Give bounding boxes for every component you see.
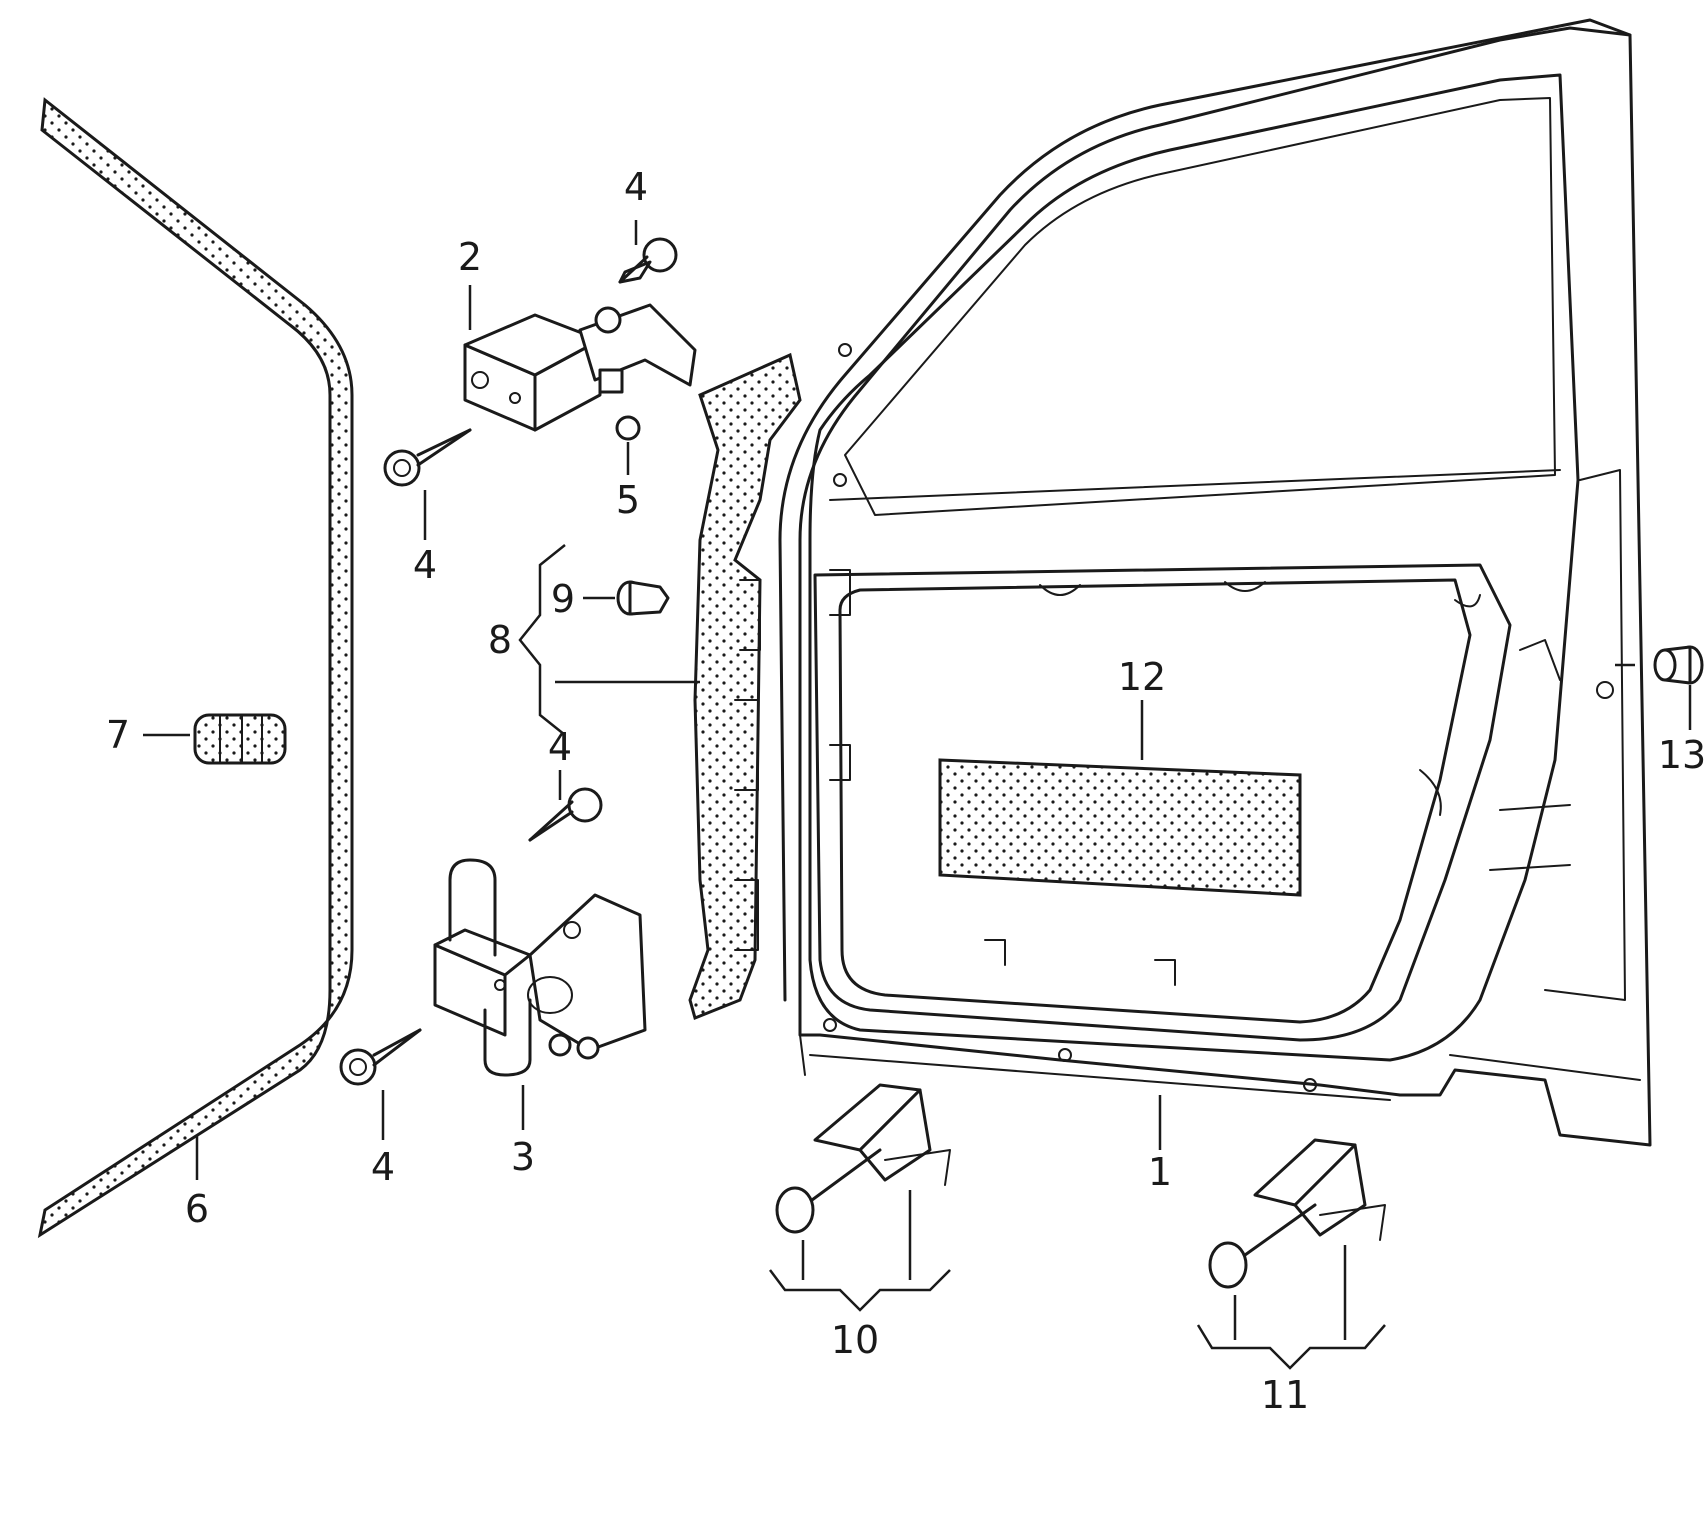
upper-hinge <box>463 303 697 441</box>
lower-hinge <box>433 858 647 1077</box>
callout-4-lower-right: 4 <box>548 725 572 769</box>
screw-upper-right <box>618 237 678 284</box>
callout-4-upper-left: 4 <box>413 543 437 587</box>
reinforcement-strip <box>688 352 802 1021</box>
callout-4-lower-left: 4 <box>371 1145 395 1189</box>
screw-upper-left <box>383 428 472 487</box>
grommet-plug <box>193 713 287 765</box>
cap <box>1653 645 1704 685</box>
callout-4-upper-right: 4 <box>624 165 648 209</box>
callout-5: 5 <box>616 478 640 522</box>
door-shell <box>778 18 1652 1147</box>
callout-8: 8 <box>488 618 512 662</box>
callout-1: 1 <box>1148 1150 1172 1194</box>
screw-lower-right <box>528 787 603 842</box>
callout-13: 13 <box>1658 733 1705 777</box>
callout-10: 10 <box>831 1318 879 1362</box>
screw-lower-left <box>339 1028 422 1086</box>
clip-assembly-10 <box>775 1083 951 1234</box>
clip <box>616 580 670 616</box>
callout-7: 7 <box>106 713 130 757</box>
callout-3: 3 <box>511 1135 535 1179</box>
leader-lines <box>143 220 1692 1370</box>
callout-12: 12 <box>1118 655 1166 699</box>
damping-pad <box>938 758 1302 897</box>
door-seal-strip <box>37 97 354 1239</box>
clip-assembly-11 <box>1208 1138 1386 1289</box>
callout-6: 6 <box>185 1187 209 1231</box>
callout-2: 2 <box>458 235 482 279</box>
callout-11: 11 <box>1261 1373 1309 1417</box>
callout-labels: 1 2 3 4 4 4 4 5 6 7 8 9 10 11 12 13 <box>106 165 1705 1417</box>
callout-9: 9 <box>551 577 575 621</box>
